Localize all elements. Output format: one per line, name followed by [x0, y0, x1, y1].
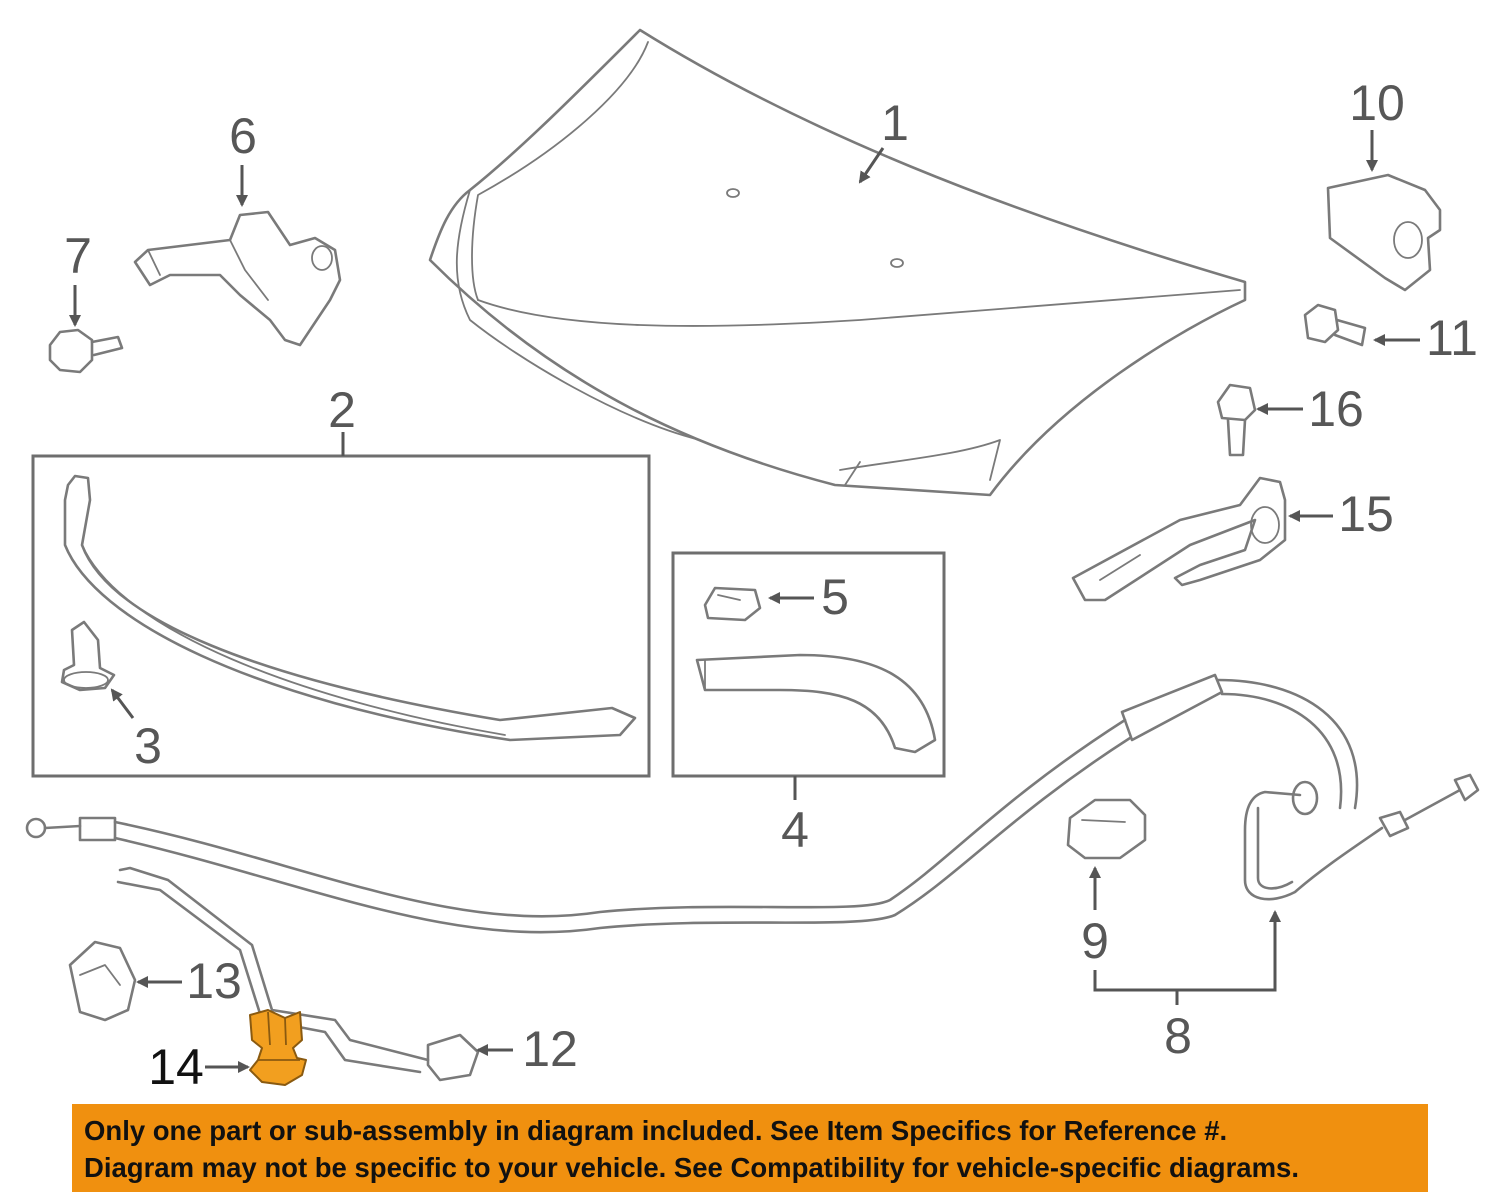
seal-part-4 — [695, 653, 937, 754]
bolt-part-7 — [48, 328, 124, 374]
callout-8: 8 — [1164, 1008, 1192, 1064]
bolt-part-16 — [1216, 383, 1257, 457]
hinge-part-10 — [1326, 173, 1442, 292]
callout-10: 10 — [1349, 75, 1405, 131]
hinge-part-15 — [1071, 476, 1287, 602]
part-4-group-box — [671, 551, 946, 778]
release-handle-part-9 — [1066, 798, 1147, 860]
hood-seal-part-2 — [63, 474, 637, 742]
disclaimer-line-1: Only one part or sub-assembly in diagram… — [84, 1115, 1228, 1146]
grommet-part-13 — [68, 940, 137, 1022]
callout-11: 11 — [1426, 310, 1478, 366]
callout-1: 1 — [881, 95, 909, 151]
clip-part-14-highlighted — [249, 1009, 307, 1086]
hood-latch-part-6 — [133, 210, 342, 347]
callout-15: 15 — [1338, 486, 1394, 542]
callout-3: 3 — [134, 718, 162, 774]
disclaimer-banner: Only one part or sub-assembly in diagram… — [72, 1104, 1428, 1192]
hood-part-1 — [428, 28, 1247, 497]
callout-9: 9 — [1081, 913, 1109, 969]
callout-4: 4 — [781, 802, 809, 858]
callout-7: 7 — [64, 228, 92, 284]
release-cable-part-8 — [25, 673, 1480, 934]
callout-16: 16 — [1308, 381, 1364, 437]
seal-part-5-clip — [703, 586, 762, 622]
leader-lines — [69, 130, 1420, 1073]
clip-part-3 — [60, 620, 116, 692]
callout-13: 13 — [186, 953, 242, 1009]
callout-6: 6 — [229, 108, 257, 164]
disclaimer-line-2: Diagram may not be specific to your vehi… — [84, 1152, 1299, 1183]
callout-14: 14 — [148, 1039, 204, 1095]
part-2-group-box — [31, 454, 651, 778]
bolt-part-11 — [1303, 303, 1367, 347]
callout-2: 2 — [328, 382, 356, 438]
callout-5: 5 — [821, 569, 849, 625]
callout-12: 12 — [522, 1021, 578, 1077]
